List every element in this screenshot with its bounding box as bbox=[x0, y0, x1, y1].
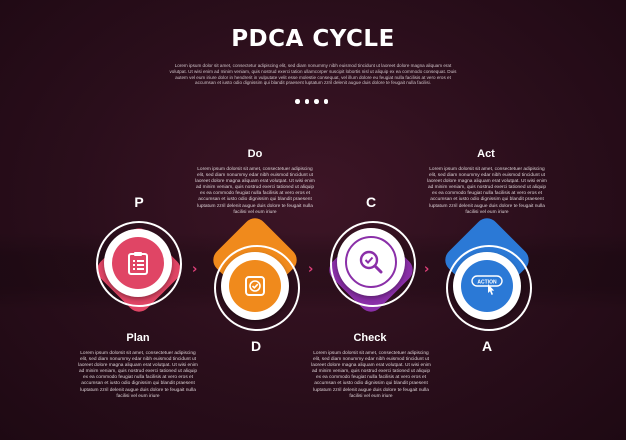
dot bbox=[323, 99, 328, 104]
page-title: PDCA CYCLE bbox=[231, 26, 395, 52]
chevron-right-icon: › bbox=[424, 262, 430, 277]
step-label: Act bbox=[477, 148, 495, 160]
step-description: Lorem ipsum dolorsit sit amet, consectet… bbox=[195, 167, 315, 215]
pagination-dots bbox=[295, 99, 328, 104]
dot bbox=[304, 99, 309, 104]
step-letter: P bbox=[134, 194, 144, 210]
action-icon-text: ACTION bbox=[477, 279, 497, 285]
step-description: Lorem ipsum dolorsit sit amet, consectet… bbox=[311, 351, 431, 399]
step-letter: A bbox=[481, 338, 493, 354]
chevron-right-icon: › bbox=[308, 262, 314, 277]
step-description: Lorem ipsum dolorsit sit amet, consectet… bbox=[427, 167, 547, 215]
dot bbox=[295, 99, 300, 104]
dot bbox=[314, 99, 319, 104]
page-subtitle: Lorem ipsum dolor sit amet, consectetur … bbox=[169, 63, 457, 86]
magnifier-check-icon bbox=[345, 236, 397, 288]
step-ring bbox=[96, 221, 182, 307]
action-button-icon: ACTION bbox=[461, 260, 513, 312]
clipboard-icon bbox=[112, 237, 164, 289]
step-ring bbox=[446, 245, 532, 331]
step-label: Do bbox=[247, 148, 263, 160]
step-label: Check bbox=[353, 332, 387, 344]
chevron-right-icon: › bbox=[192, 262, 198, 277]
step-description: Lorem ipsum dolorsit sit amet, consectet… bbox=[78, 351, 198, 399]
step-letter: C bbox=[365, 194, 377, 210]
step-ring bbox=[214, 245, 300, 331]
step-letter: D bbox=[250, 338, 262, 354]
step-ring bbox=[330, 221, 416, 307]
step-label: Plan bbox=[126, 332, 150, 344]
checkbox-icon bbox=[229, 260, 281, 312]
